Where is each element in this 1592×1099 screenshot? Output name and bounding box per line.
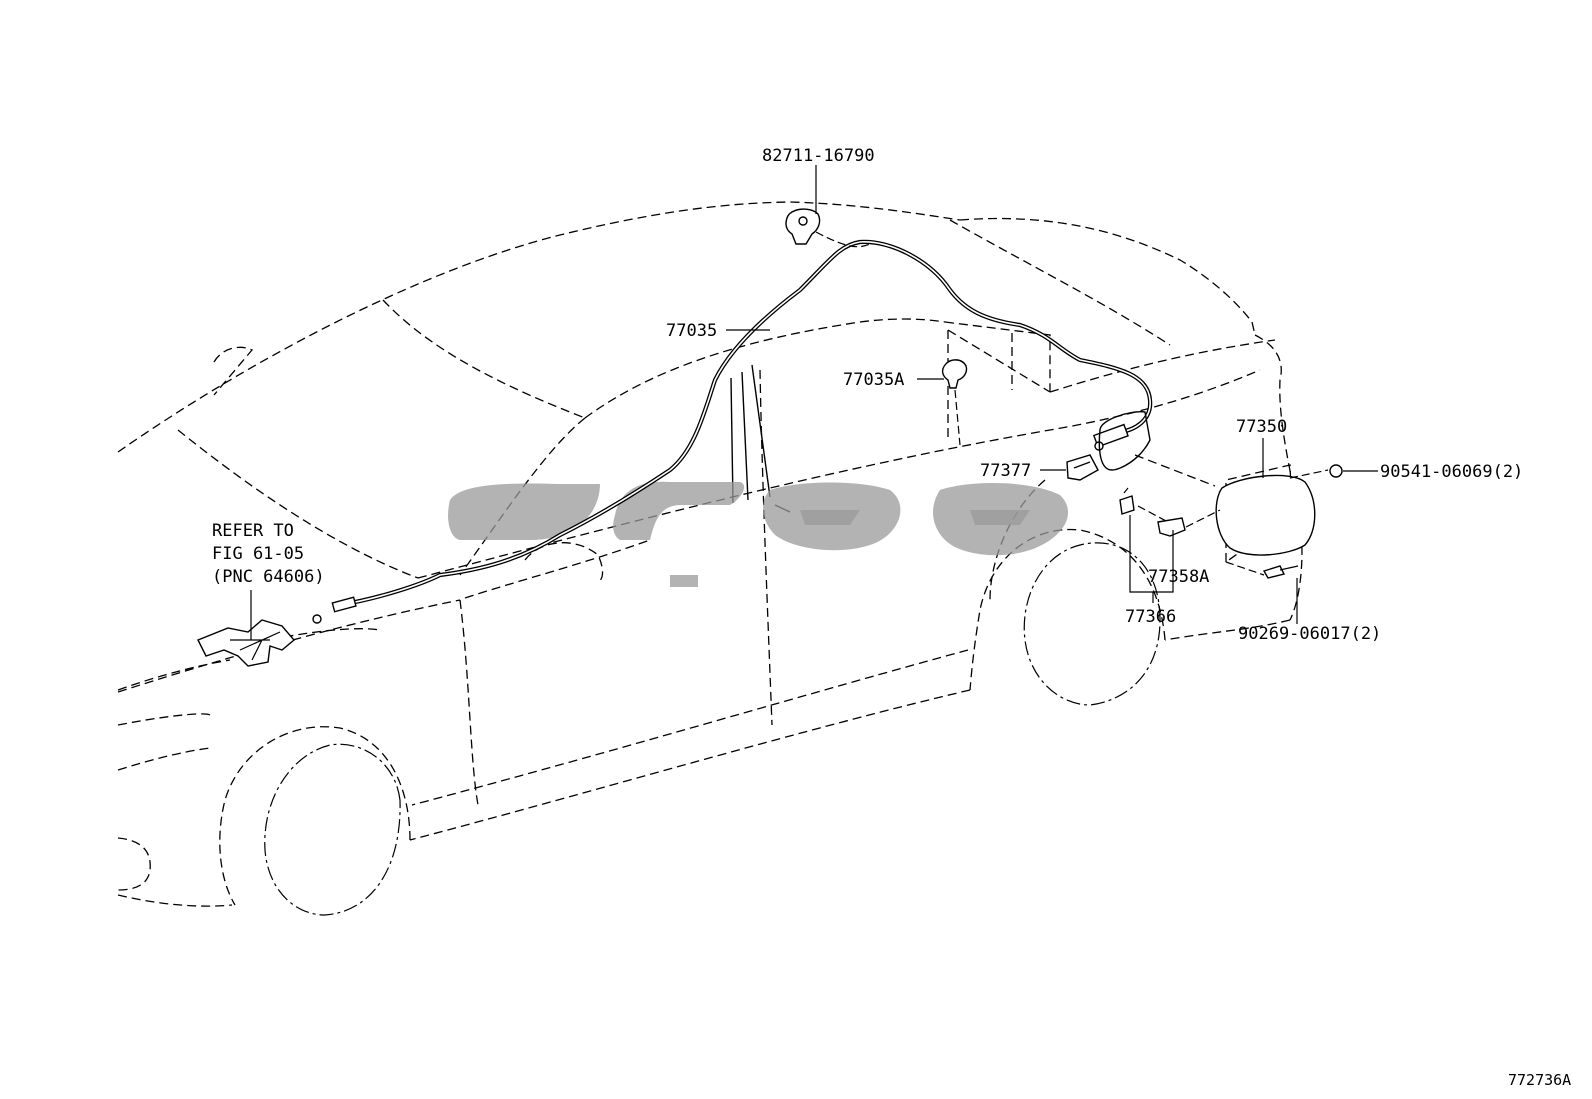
label-90269-06017: 90269-06017(2) <box>1238 624 1381 644</box>
note-line-1: REFER TO <box>212 521 294 541</box>
label-90541-06069: 90541-06069(2) <box>1380 462 1523 482</box>
part-77377-housing <box>1066 454 1099 481</box>
fuel-lid-opener-handle <box>197 619 295 667</box>
label-77035: 77035 <box>666 321 717 341</box>
label-77377: 77377 <box>980 461 1031 481</box>
label-77358A: 77358A <box>1148 567 1209 587</box>
label-77035A: 77035A <box>843 370 904 390</box>
part-90269-pin <box>1262 565 1299 579</box>
label-77350: 77350 <box>1236 417 1287 437</box>
part-77366-spring <box>1119 487 1135 515</box>
part-77035A-clip <box>941 359 968 389</box>
part-90541-cushion <box>1329 464 1343 478</box>
figure-id: 772736A <box>1508 1071 1571 1089</box>
part-82711-clip <box>785 208 821 245</box>
leader-lines <box>250 165 1378 640</box>
part-77358A-hinge <box>1157 517 1186 537</box>
label-77366: 77366 <box>1125 607 1176 627</box>
watermark-logo <box>448 481 1069 587</box>
note-line-3: (PNC 64606) <box>212 567 325 587</box>
reference-note: REFER TO FIG 61-05 (PNC 64606) <box>212 521 325 587</box>
part-77350-fuel-lid <box>1215 474 1316 556</box>
label-82711-16790: 82711-16790 <box>762 146 875 166</box>
fuel-lid-pocket <box>1098 411 1151 471</box>
note-line-2: FIG 61-05 <box>212 544 304 564</box>
part-labels: 82711-16790 77035 77035A 77377 77350 905… <box>666 146 1523 644</box>
